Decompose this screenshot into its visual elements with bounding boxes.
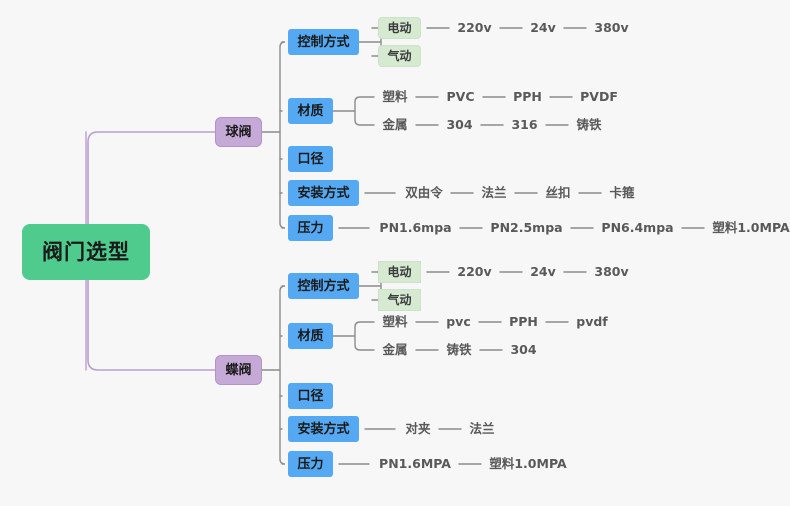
subnode-2-1-2[interactable]: 气动 bbox=[378, 289, 421, 311]
topic-node-2-3[interactable]: 口径 bbox=[288, 383, 333, 409]
leaf-node-2-5-1-1[interactable]: 塑料1.0MPA bbox=[489, 455, 567, 471]
leaf-node-1-2-1-3[interactable]: PVDF bbox=[580, 88, 618, 104]
branch-node-2[interactable]: 蝶阀 bbox=[215, 355, 262, 385]
leaf-node-2-4-1-1[interactable]: 法兰 bbox=[469, 420, 495, 436]
leaf-node-2-1-1-2[interactable]: 24v bbox=[530, 263, 556, 279]
topic-node-1-3[interactable]: 口径 bbox=[288, 146, 333, 172]
leaf-node-1-5-1-1[interactable]: PN2.5mpa bbox=[490, 219, 563, 235]
subnode-1-1-1[interactable]: 电动 bbox=[378, 17, 421, 39]
leaf-node-1-1-1-3[interactable]: 380v bbox=[594, 19, 629, 35]
subnode-1-1-2[interactable]: 气动 bbox=[378, 45, 421, 67]
topic-node-2-1[interactable]: 控制方式 bbox=[288, 273, 359, 299]
subnode-2-5-1[interactable]: PN1.6MPA bbox=[379, 455, 451, 471]
subnode-2-2-2[interactable]: 金属 bbox=[382, 341, 408, 357]
topic-node-2-4[interactable]: 安装方式 bbox=[288, 416, 359, 442]
leaf-node-1-2-1-2[interactable]: PPH bbox=[513, 88, 542, 104]
topic-node-1-1[interactable]: 控制方式 bbox=[288, 29, 359, 55]
subnode-2-2-1[interactable]: 塑料 bbox=[382, 313, 408, 329]
leaf-node-2-2-1-1[interactable]: pvc bbox=[446, 313, 471, 329]
leaf-node-1-2-2-3[interactable]: 铸铁 bbox=[576, 116, 602, 132]
topic-node-2-5[interactable]: 压力 bbox=[288, 451, 333, 477]
branch-topic-connector bbox=[279, 41, 286, 229]
topic-child-connector bbox=[354, 96, 375, 126]
topic-child-connector bbox=[354, 321, 375, 351]
leaf-node-1-5-1-3[interactable]: 塑料1.0MPA bbox=[712, 219, 790, 235]
leaf-node-2-1-1-3[interactable]: 380v bbox=[594, 263, 629, 279]
topic-node-2-2[interactable]: 材质 bbox=[288, 323, 333, 349]
subnode-1-5-1[interactable]: PN1.6mpa bbox=[379, 219, 452, 235]
leaf-node-1-5-1-2[interactable]: PN6.4mpa bbox=[601, 219, 674, 235]
topic-node-1-2[interactable]: 材质 bbox=[288, 98, 333, 124]
subnode-1-2-2[interactable]: 金属 bbox=[382, 116, 408, 132]
leaf-node-1-1-1-2[interactable]: 24v bbox=[530, 19, 556, 35]
subnode-2-4-1[interactable]: 对夹 bbox=[405, 420, 431, 436]
leaf-node-1-1-1-1[interactable]: 220v bbox=[457, 19, 492, 35]
leaf-node-2-2-1-3[interactable]: pvdf bbox=[576, 313, 608, 329]
root-node[interactable]: 阀门选型 bbox=[22, 224, 150, 280]
branch-topic-connector bbox=[279, 285, 286, 465]
leaf-node-1-4-1-1[interactable]: 法兰 bbox=[481, 184, 507, 200]
leaf-node-2-1-1-1[interactable]: 220v bbox=[457, 263, 492, 279]
leaf-node-1-4-1-3[interactable]: 卡箍 bbox=[609, 184, 635, 200]
topic-node-1-5[interactable]: 压力 bbox=[288, 215, 333, 241]
leaf-node-1-2-2-2[interactable]: 316 bbox=[511, 116, 538, 132]
leaf-node-2-2-2-1[interactable]: 铸铁 bbox=[446, 341, 472, 357]
subnode-1-2-1[interactable]: 塑料 bbox=[382, 88, 408, 104]
leaf-node-1-2-1-1[interactable]: PVC bbox=[446, 88, 475, 104]
leaf-node-1-4-1-2[interactable]: 丝扣 bbox=[545, 184, 571, 200]
topic-node-1-4[interactable]: 安装方式 bbox=[288, 180, 359, 206]
leaf-node-2-2-1-2[interactable]: PPH bbox=[509, 313, 538, 329]
leaf-node-1-2-2-1[interactable]: 304 bbox=[446, 116, 473, 132]
subnode-1-4-1[interactable]: 双由令 bbox=[405, 184, 443, 200]
subnode-2-1-1[interactable]: 电动 bbox=[378, 261, 421, 283]
leaf-node-2-2-2-2[interactable]: 304 bbox=[510, 341, 537, 357]
branch-node-1[interactable]: 球阀 bbox=[215, 117, 262, 147]
